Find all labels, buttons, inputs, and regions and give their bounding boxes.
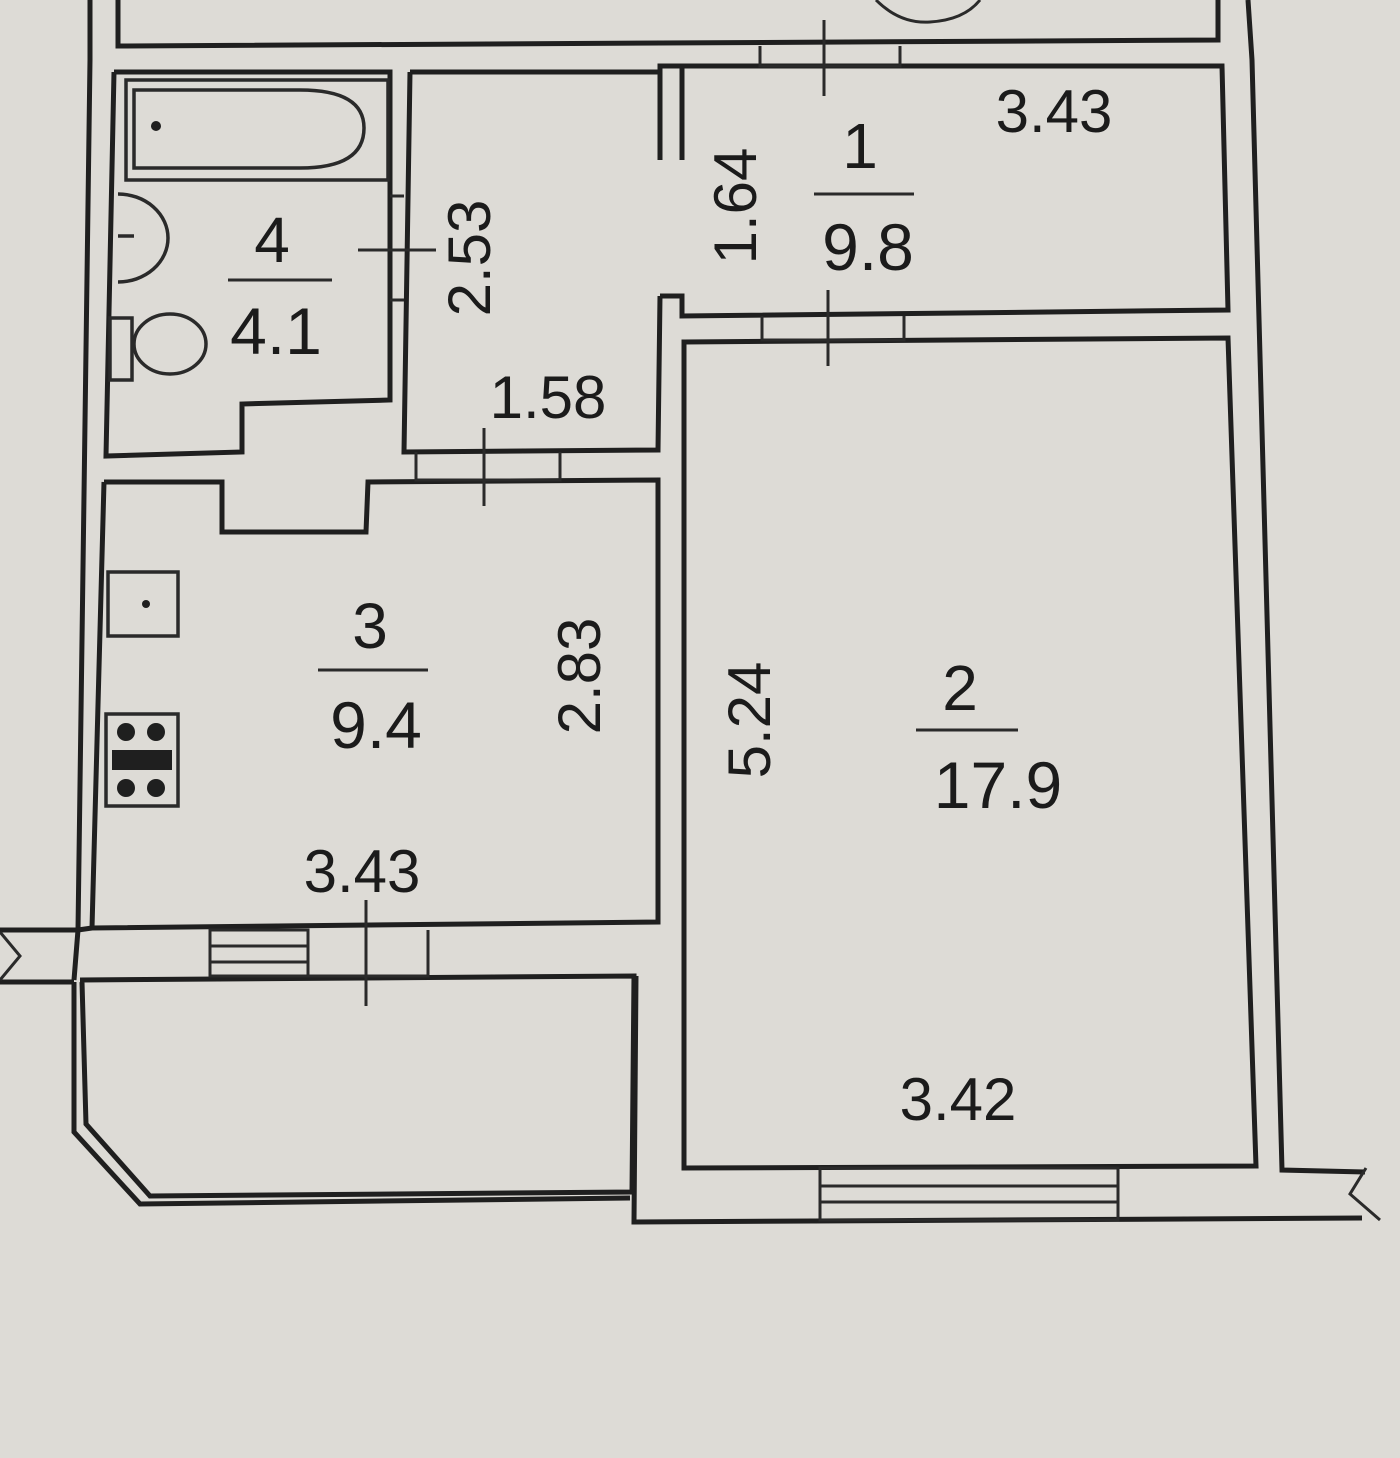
balcony-wall [79, 973, 637, 1199]
balcony-inner-line [71, 982, 631, 1207]
living-depth-label: 5.24 [716, 662, 783, 779]
corridor-width-label: 1.58 [490, 364, 607, 431]
top-strip-wall [115, 0, 1221, 49]
dimension-labels: 3.43 1.64 2.53 1.58 2.83 3.43 5.24 3.42 [304, 78, 1113, 1133]
kitchen-balcony-wall [0, 925, 93, 933]
hall-width-label: 3.43 [996, 78, 1113, 145]
kitchen-depth-label: 2.83 [546, 618, 613, 735]
bathtub-basin [132, 88, 366, 170]
bathtub-icon [124, 78, 390, 182]
living-door [760, 316, 906, 342]
walls [0, 0, 1366, 1225]
top-fixture-icon [874, 0, 982, 24]
outer-left-wall [71, 0, 93, 981]
stove-icon [104, 712, 180, 808]
stove-burner-3 [117, 779, 135, 797]
kitchen-sink-drain [142, 600, 150, 608]
stove-panel [112, 750, 172, 770]
balcony-window [208, 928, 310, 978]
break-symbol-left [0, 931, 22, 981]
room-2-number: 2 [942, 652, 978, 724]
outer-right-wall [1245, 0, 1366, 1175]
hall-partition [657, 63, 682, 160]
stove-burner-4 [147, 779, 165, 797]
hall-depth-label: 1.64 [702, 148, 769, 265]
break-symbol-right [1348, 1167, 1381, 1222]
bathroom-wall [103, 69, 393, 459]
room-labels: 1 9.8 2 17.9 3 9.4 4 4.1 [228, 110, 1062, 822]
fixtures [104, 78, 390, 808]
stove-burner-2 [147, 723, 165, 741]
room-1-area: 9.8 [822, 210, 914, 284]
stove-burner-1 [117, 723, 135, 741]
room-4-area: 4.1 [230, 294, 322, 368]
room-3-area: 9.4 [330, 688, 422, 762]
living-width-label: 3.42 [900, 1066, 1017, 1133]
toilet-bowl-icon [132, 312, 208, 376]
sink-icon [117, 192, 170, 284]
room-2-area: 17.9 [934, 748, 1062, 822]
openings [0, 20, 1381, 1222]
hall-door-top [758, 46, 902, 68]
room-3-number: 3 [352, 590, 388, 662]
toilet-tank-icon [108, 316, 134, 382]
balcony-door [306, 930, 430, 978]
bath-depth-label: 2.53 [436, 200, 503, 317]
corridor-wall [410, 69, 663, 160]
corridor-wall-lower [401, 71, 663, 455]
bathtub-drain [151, 121, 161, 131]
kitchen-sink-icon [106, 570, 180, 638]
kitchen-door [414, 452, 562, 482]
kitchen-wall [89, 477, 661, 931]
room-4-number: 4 [254, 204, 290, 276]
room-1-number: 1 [842, 110, 878, 182]
living-room-wall [681, 335, 1259, 1171]
living-window [818, 1166, 1120, 1222]
kitchen-width-label: 3.43 [304, 838, 421, 905]
